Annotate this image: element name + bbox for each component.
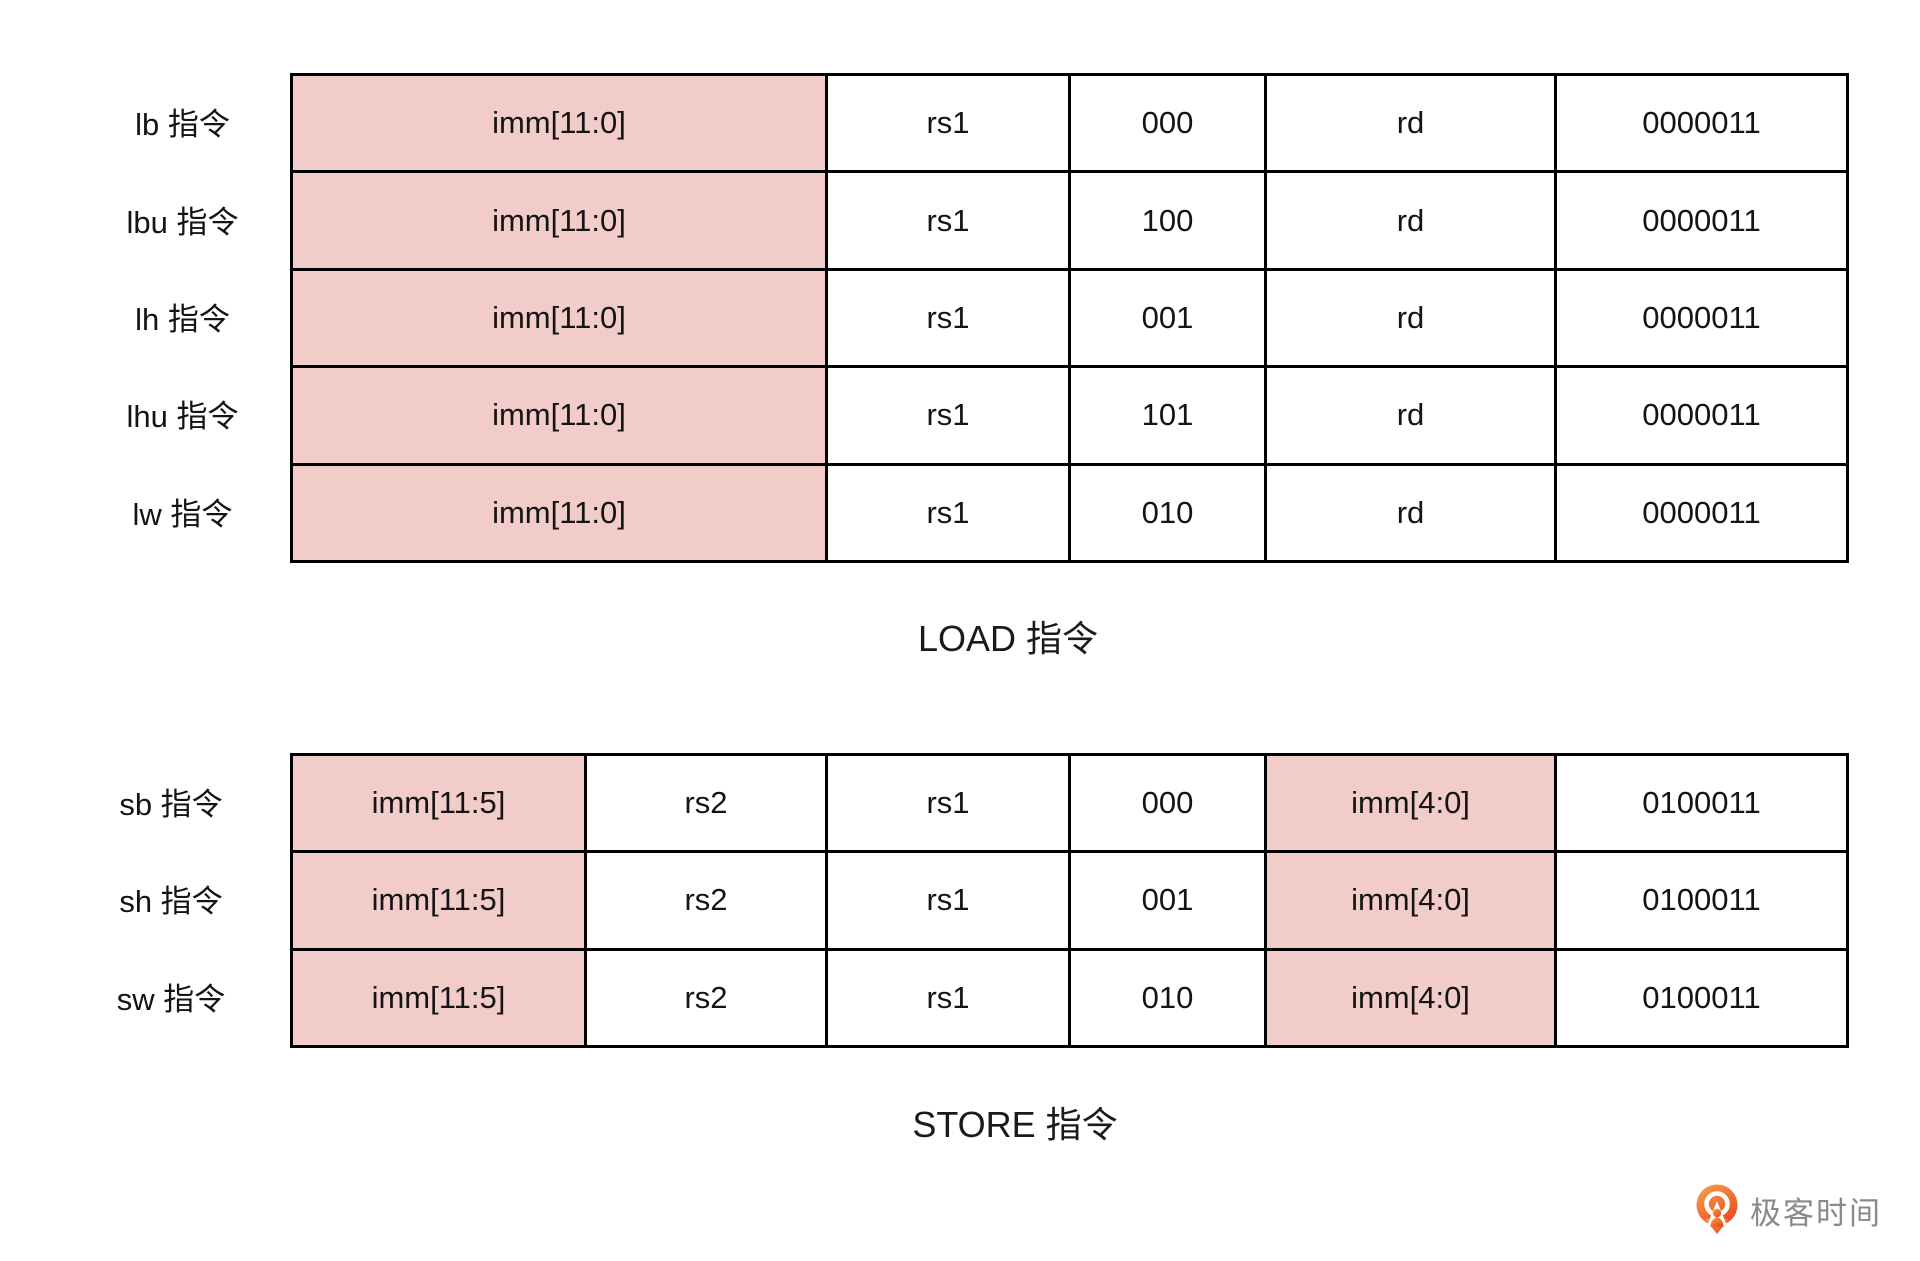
bitfield-cell-imm-hi: imm[11:5] <box>293 853 587 951</box>
bitfield-cell-opcode: 0100011 <box>1557 950 1849 1048</box>
bitfield-cell-rd: rd <box>1267 368 1557 466</box>
bitfield-cell-funct3: 000 <box>1071 76 1267 174</box>
bitfield-cell-imm: imm[11:0] <box>293 173 828 271</box>
row-label-lh: lh 指令 <box>135 301 230 337</box>
bitfield-cell-opcode: 0000011 <box>1557 173 1849 271</box>
bitfield-cell-funct3: 000 <box>1071 756 1267 854</box>
bitfield-cell-imm: imm[11:0] <box>293 76 828 174</box>
bitfield-cell-opcode: 0000011 <box>1557 76 1849 174</box>
bitfield-cell-rd: rd <box>1267 173 1557 271</box>
bitfield-cell-imm: imm[11:0] <box>293 465 828 563</box>
row-label-sh: sh 指令 <box>119 884 223 920</box>
bitfield-cell-imm: imm[11:0] <box>293 368 828 466</box>
bitfield-cell-funct3: 101 <box>1071 368 1267 466</box>
load-table-caption: LOAD 指令 <box>917 618 1099 659</box>
geektime-logo-text: 极客时间 <box>1750 1195 1882 1231</box>
row-label-lbu: lbu 指令 <box>126 204 239 240</box>
bitfield-cell-opcode: 0100011 <box>1557 853 1849 951</box>
geektime-icon <box>1693 1184 1741 1236</box>
load-instruction-table: imm[11:0] rs1 000 rd 0000011 imm[11:0] r… <box>290 73 1849 563</box>
bitfield-cell-rs2: rs2 <box>587 950 828 1048</box>
row-label-sw: sw 指令 <box>116 981 226 1017</box>
bitfield-cell-rs1: rs1 <box>828 270 1071 369</box>
store-table-caption: STORE 指令 <box>912 1104 1118 1145</box>
bitfield-cell-rs1: rs1 <box>828 173 1071 271</box>
bitfield-cell-rd: rd <box>1267 465 1557 563</box>
geektime-logo: 极客时间 <box>1693 1184 1882 1236</box>
bitfield-cell-rs1: rs1 <box>828 76 1071 174</box>
bitfield-cell-opcode: 0000011 <box>1557 368 1849 466</box>
bitfield-cell-rs2: rs2 <box>587 853 828 951</box>
bitfield-cell-imm-lo: imm[4:0] <box>1267 950 1557 1048</box>
bitfield-cell-rs2: rs2 <box>587 756 828 854</box>
bitfield-cell-rd: rd <box>1267 270 1557 369</box>
bitfield-cell-imm-lo: imm[4:0] <box>1267 756 1557 854</box>
bitfield-cell-funct3: 001 <box>1071 270 1267 369</box>
row-label-lw: lw 指令 <box>132 496 233 532</box>
bitfield-cell-rs1: rs1 <box>828 465 1071 563</box>
bitfield-cell-imm: imm[11:0] <box>293 270 828 369</box>
bitfield-cell-funct3: 100 <box>1071 173 1267 271</box>
bitfield-cell-rs1: rs1 <box>828 950 1071 1048</box>
row-label-lb: lb 指令 <box>135 107 230 143</box>
bitfield-cell-rd: rd <box>1267 76 1557 174</box>
bitfield-cell-imm-hi: imm[11:5] <box>293 756 587 854</box>
bitfield-cell-rs1: rs1 <box>828 853 1071 951</box>
bitfield-cell-imm-lo: imm[4:0] <box>1267 853 1557 951</box>
bitfield-cell-opcode: 0000011 <box>1557 465 1849 563</box>
row-label-lhu: lhu 指令 <box>126 399 239 435</box>
bitfield-cell-rs1: rs1 <box>828 368 1071 466</box>
bitfield-cell-opcode: 0000011 <box>1557 270 1849 369</box>
bitfield-cell-funct3: 010 <box>1071 950 1267 1048</box>
row-label-sb: sb 指令 <box>119 787 223 823</box>
bitfield-cell-rs1: rs1 <box>828 756 1071 854</box>
bitfield-cell-imm-hi: imm[11:5] <box>293 950 587 1048</box>
store-instruction-table: imm[11:5] rs2 rs1 000 imm[4:0] 0100011 i… <box>290 753 1849 1048</box>
bitfield-cell-funct3: 010 <box>1071 465 1267 563</box>
bitfield-cell-opcode: 0100011 <box>1557 756 1849 854</box>
bitfield-cell-funct3: 001 <box>1071 853 1267 951</box>
